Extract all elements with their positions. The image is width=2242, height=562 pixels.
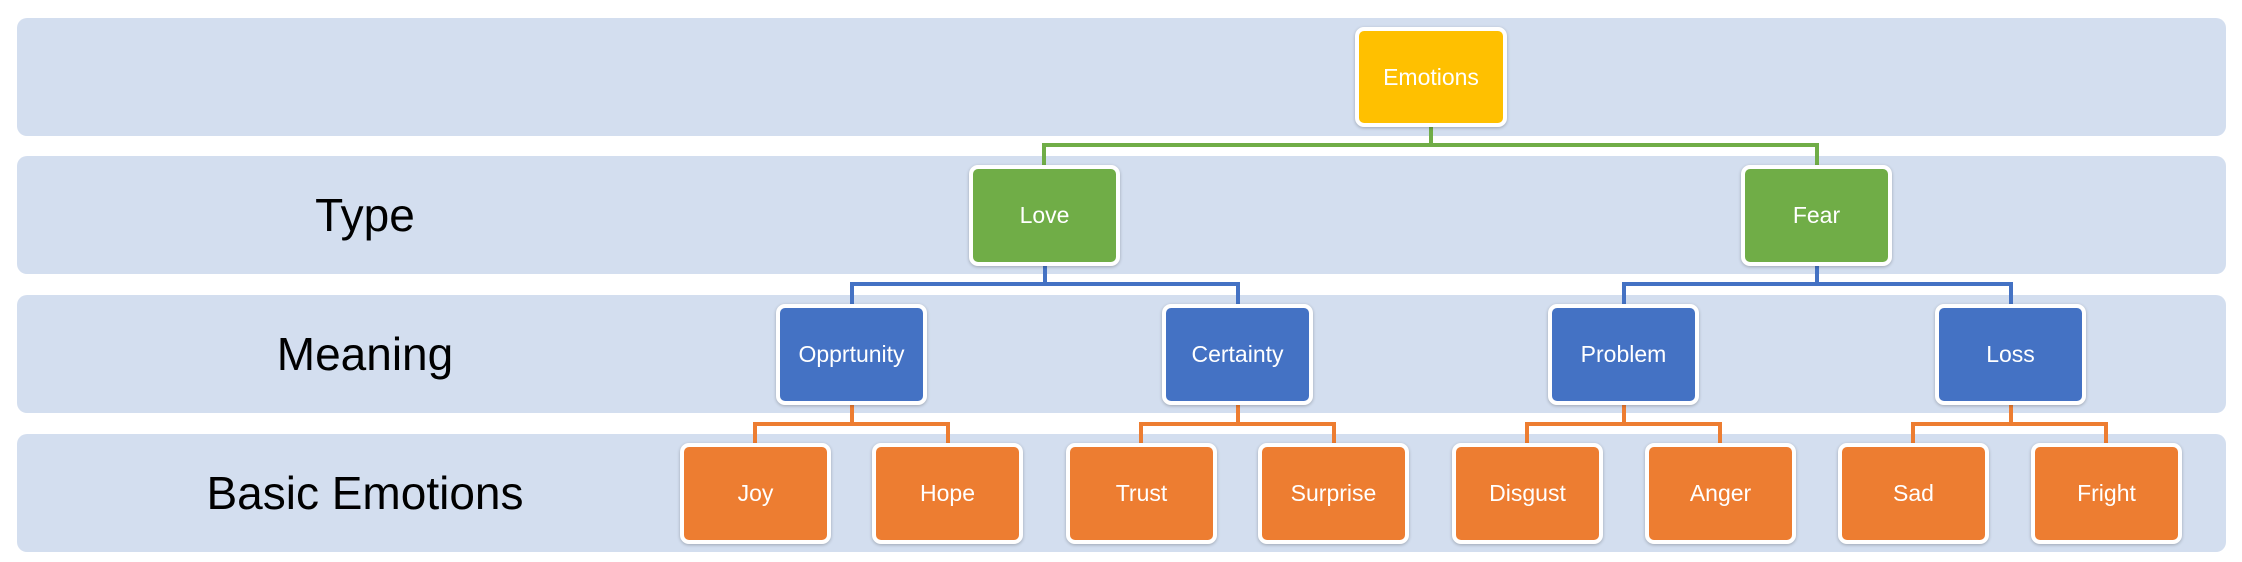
connector-certainty-basics xyxy=(1139,405,1336,443)
node-loss: Loss xyxy=(1935,304,2086,405)
node-hope: Hope xyxy=(872,443,1023,544)
node-anger: Anger xyxy=(1645,443,1796,544)
level-label-meaning: Meaning xyxy=(276,328,454,380)
node-fright: Fright xyxy=(2031,443,2182,544)
node-problem: Problem xyxy=(1548,304,1699,405)
node-surprise: Surprise xyxy=(1258,443,1409,544)
node-opprtunity: Opprtunity xyxy=(776,304,927,405)
connector-love-meanings xyxy=(850,266,1240,304)
node-certainty: Certainty xyxy=(1162,304,1313,405)
node-love: Love xyxy=(969,165,1120,266)
node-joy: Joy xyxy=(680,443,831,544)
node-fear: Fear xyxy=(1741,165,1892,266)
node-sad: Sad xyxy=(1838,443,1989,544)
connector-loss-basics xyxy=(1911,405,2108,443)
connector-fear-meanings xyxy=(1622,266,2013,304)
level-band-meaning: Meaning xyxy=(17,295,2226,413)
node-emotions: Emotions xyxy=(1355,27,1507,127)
connector-problem-basics xyxy=(1525,405,1722,443)
level-label-type: Type xyxy=(315,189,415,241)
connector-root-types xyxy=(1042,127,1819,165)
level-label-basic: Basic Emotions xyxy=(206,467,524,519)
level-band-root xyxy=(17,18,2226,136)
connector-opprtunity-basics xyxy=(753,405,950,443)
node-trust: Trust xyxy=(1066,443,1217,544)
node-disgust: Disgust xyxy=(1452,443,1603,544)
